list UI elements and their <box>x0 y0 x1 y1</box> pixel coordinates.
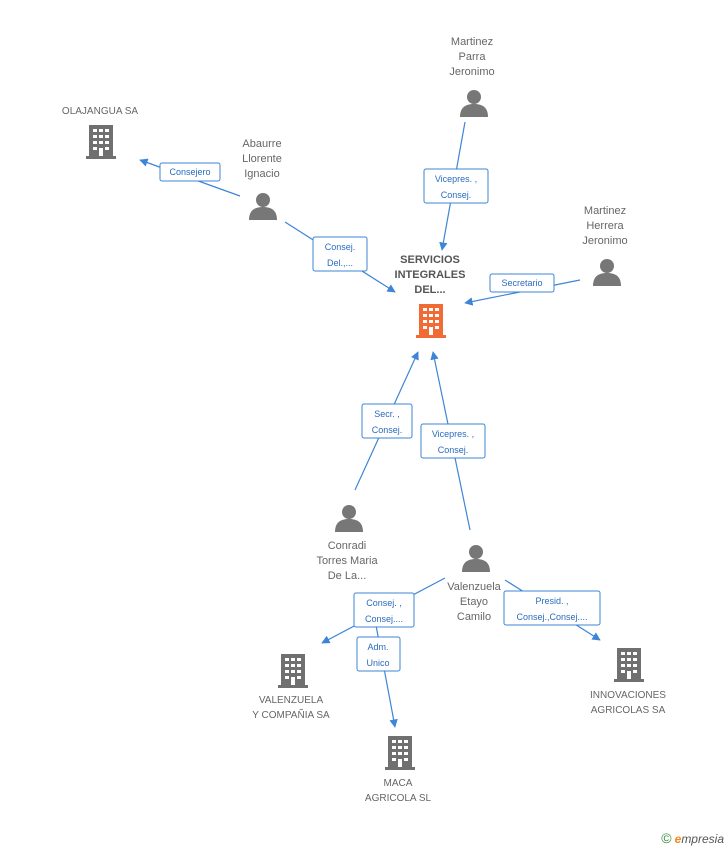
node-label: Etayo <box>460 596 488 608</box>
edge-label-text: Unico <box>366 658 389 668</box>
node-label: Llorente <box>242 153 282 165</box>
edge-labels: Consejero Consej. Del.,... Vicepres. , C… <box>159 162 601 672</box>
edge-label-text: Consej. <box>441 190 472 200</box>
node-olajangua[interactable]: OLAJANGUA SA <box>62 106 138 159</box>
edge-label-text: Secr. , <box>374 409 400 419</box>
edge-label-parra-center[interactable]: Vicepres. , Consej. <box>423 168 489 204</box>
node-label: Martinez <box>584 205 626 217</box>
edge-label-text: Consej. , <box>366 598 402 608</box>
building-icon <box>278 654 308 688</box>
node-valenzuela-camilo[interactable]: Valenzuela Etayo Camilo <box>447 545 502 623</box>
edge-label-text: Consej. <box>438 445 469 455</box>
edge-label-abaurre-olajangua[interactable]: Consejero <box>159 162 221 182</box>
node-conradi[interactable]: Conradi Torres Maria De La... <box>316 505 378 582</box>
edge-label-camilo-valenzuela-cia[interactable]: Consej. , Consej.... <box>353 592 415 628</box>
node-label: Conradi <box>328 540 367 552</box>
edge-label-camilo-center[interactable]: Vicepres. , Consej. <box>420 423 486 459</box>
person-icon <box>460 90 488 117</box>
building-icon <box>614 648 644 682</box>
edge-camilo-maca <box>374 619 398 728</box>
edge-label-abaurre-center[interactable]: Consej. Del.,... <box>312 236 368 272</box>
node-label: AGRICOLA SL <box>365 793 432 804</box>
edge-label-text: Del.,... <box>327 258 353 268</box>
node-label: SERVICIOS <box>400 254 460 266</box>
empresia-watermark[interactable]: ©empresia <box>661 830 724 846</box>
node-label: Ignacio <box>244 168 279 180</box>
node-label: Jeronimo <box>582 235 627 247</box>
brand-initial: e <box>674 832 682 846</box>
person-icon <box>249 193 277 220</box>
edge-label-text: Presid. , <box>535 596 568 606</box>
node-label: De La... <box>328 570 367 582</box>
node-maca[interactable]: MACA AGRICOLA SL <box>365 736 432 804</box>
building-icon <box>86 125 116 159</box>
edge-label-text: Consej.,Consej.... <box>516 612 587 622</box>
node-label: OLAJANGUA SA <box>62 106 138 117</box>
node-abaurre[interactable]: Abaurre Llorente Ignacio <box>242 138 282 220</box>
person-icon <box>593 259 621 286</box>
node-label: AGRICOLAS SA <box>591 705 666 716</box>
node-label: Parra <box>459 51 487 63</box>
edge-label-text: Vicepres. , <box>432 429 474 439</box>
building-icon <box>385 736 415 770</box>
edge-label-text: Consej. <box>325 242 356 252</box>
edge-label-conradi-center[interactable]: Secr. , Consej. <box>361 403 413 439</box>
person-icon <box>462 545 490 572</box>
edge-label-text: Vicepres. , <box>435 174 477 184</box>
node-label: Torres Maria <box>316 555 378 567</box>
node-martinez-parra[interactable]: Martinez Parra Jeronimo <box>449 36 495 117</box>
edge-label-herrera-center[interactable]: Secretario <box>489 273 555 293</box>
node-label: Jeronimo <box>449 66 494 78</box>
edge-label-text: Secretario <box>501 278 542 288</box>
node-valenzuela-cia[interactable]: VALENZUELA Y COMPAÑIA SA <box>252 654 330 721</box>
node-center[interactable]: SERVICIOS INTEGRALES DEL... <box>395 254 466 338</box>
edge-label-text: Consej.... <box>365 614 403 624</box>
node-label: DEL... <box>414 284 445 296</box>
edge-label-text: Adm. <box>367 642 388 652</box>
node-innovaciones[interactable]: INNOVACIONES AGRICOLAS SA <box>590 648 666 716</box>
node-label: Camilo <box>457 611 491 623</box>
node-label: INNOVACIONES <box>590 690 666 701</box>
node-martinez-herrera[interactable]: Martinez Herrera Jeronimo <box>582 205 628 286</box>
node-label: INTEGRALES <box>395 269 466 281</box>
copyright-icon: © <box>661 830 672 846</box>
node-label: Valenzuela <box>447 581 501 593</box>
edge-label-text: Consej. <box>372 425 403 435</box>
edge-label-camilo-maca[interactable]: Adm. Unico <box>356 636 401 672</box>
node-label: Martinez <box>451 36 493 48</box>
node-label: Abaurre <box>242 138 281 150</box>
node-label: Y COMPAÑIA SA <box>252 708 330 721</box>
person-icon <box>335 505 363 532</box>
brand-name: empresia <box>675 832 724 846</box>
edge-label-text: Consejero <box>169 167 210 177</box>
edge-label-camilo-innovaciones[interactable]: Presid. , Consej.,Consej.... <box>503 590 601 626</box>
node-label: VALENZUELA <box>259 695 324 706</box>
brand-rest: mpresia <box>681 832 724 846</box>
node-label: Herrera <box>586 220 624 232</box>
node-label: MACA <box>384 778 413 789</box>
building-icon <box>416 304 446 338</box>
